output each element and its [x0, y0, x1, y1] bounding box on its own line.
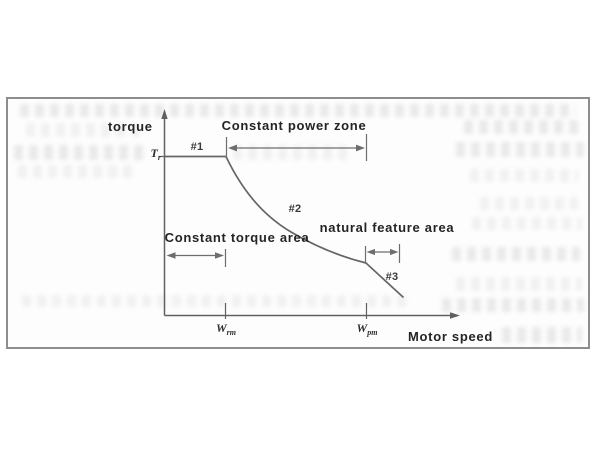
power-zone-label: Constant power zone [221, 118, 367, 133]
power-zone-left-arrowhead-icon [228, 144, 237, 152]
torque-speed-curve [164, 155, 405, 299]
x-tick2-base: W [356, 321, 368, 335]
natural-area-right-arrowhead-icon [390, 248, 399, 256]
y-axis-arrowhead-icon [161, 109, 168, 119]
segment-2-label: #2 [288, 203, 302, 215]
segment-3-label: #3 [385, 271, 399, 283]
y-axis-title: torque [108, 119, 153, 134]
y-tick-base: T [150, 146, 158, 160]
x-axis-title: Motor speed [408, 329, 493, 344]
x-tick1-sub: rm [226, 328, 237, 337]
torque-area-right-arrowhead-icon [215, 252, 224, 259]
x-tick2-sub: pm [367, 328, 378, 337]
torque-area-left-arrowhead-icon [166, 252, 176, 259]
y-tick-sub: r [157, 153, 161, 162]
segment-1-label: #1 [190, 141, 204, 153]
natural-area-label: natural feature area [319, 220, 455, 235]
torque-area-label: Constant torque area [164, 230, 310, 245]
power-zone-right-arrowhead-icon [356, 144, 365, 152]
natural-area-left-arrowhead-icon [366, 248, 375, 256]
y-tick-label-Tr: Tr [151, 147, 161, 162]
x-axis-arrowhead-icon [450, 312, 460, 319]
x-tick-label-Wpm: Wpm [357, 322, 378, 337]
x-tick1-base: W [215, 321, 227, 335]
x-tick-label-Wrm: Wrm [216, 322, 236, 337]
